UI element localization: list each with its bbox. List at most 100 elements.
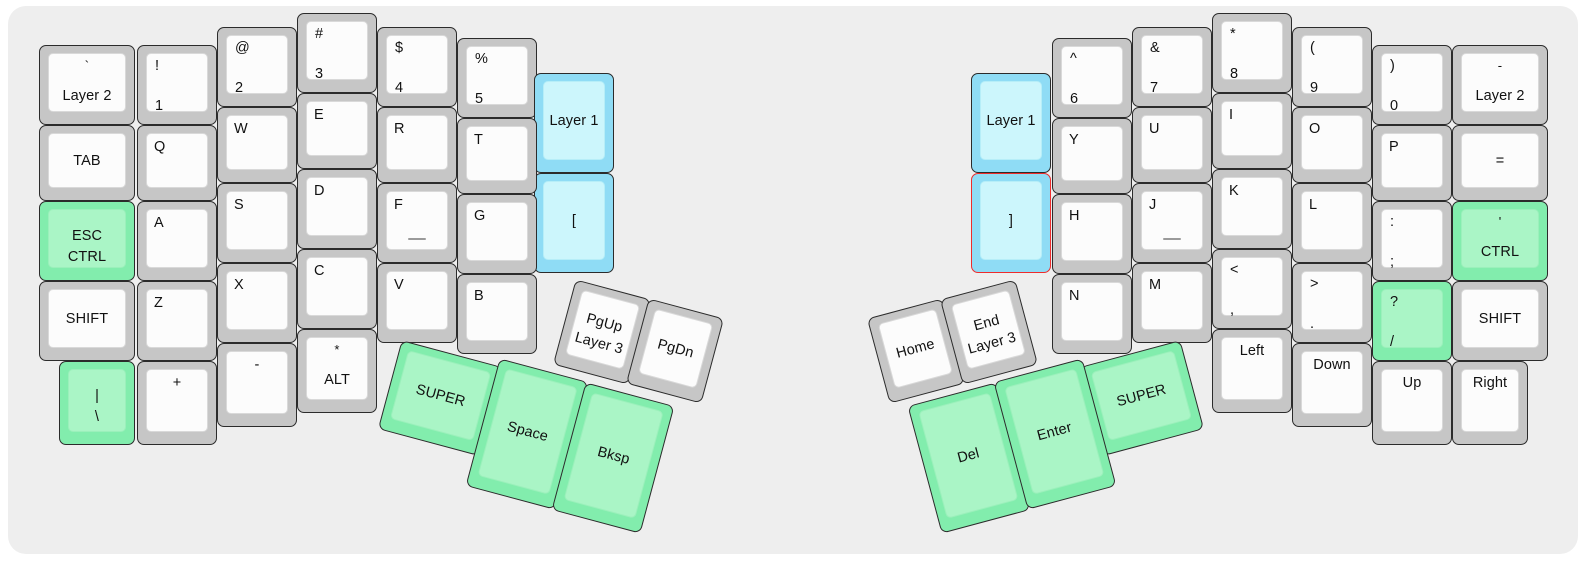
key-l-r1c2[interactable]: !1 bbox=[137, 45, 217, 125]
keycap-surface: $4 bbox=[386, 35, 448, 96]
key-r-r5c4[interactable]: Down bbox=[1292, 343, 1372, 427]
key-r-r3c3[interactable]: K bbox=[1212, 169, 1292, 249]
key-r-r5c6[interactable]: Right bbox=[1452, 361, 1528, 445]
key-l-r2c4[interactable]: E bbox=[297, 93, 377, 169]
key-r-r4c2[interactable]: M bbox=[1132, 263, 1212, 343]
key-l-r2c5[interactable]: R bbox=[377, 107, 457, 183]
key-l-lbrk[interactable]: [ bbox=[534, 173, 614, 273]
key-legend-line-1: = bbox=[1495, 152, 1505, 169]
key-r-r3c2[interactable]: J bbox=[1132, 183, 1212, 263]
key-r-r4c4[interactable]: >. bbox=[1292, 263, 1372, 343]
keycap-surface: D bbox=[306, 177, 368, 236]
key-r-r3c6[interactable]: 'CTRL bbox=[1452, 201, 1548, 281]
key-legend-line-1: : bbox=[1390, 214, 1395, 230]
key-r-r5c3[interactable]: Left bbox=[1212, 329, 1292, 413]
key-l-r3c3[interactable]: S bbox=[217, 183, 297, 263]
key-legend-line-1: C bbox=[314, 263, 325, 279]
key-legend-line-2: Layer 2 bbox=[62, 88, 112, 104]
key-legend-line-1: SUPER bbox=[414, 381, 468, 410]
key-legend-line-1: Z bbox=[154, 295, 163, 311]
key-r-r5c5[interactable]: Up bbox=[1372, 361, 1452, 445]
key-r-r1c4[interactable]: (9 bbox=[1292, 27, 1372, 107]
key-r-r3c4[interactable]: L bbox=[1292, 183, 1372, 263]
key-r-r4c6[interactable]: SHIFT bbox=[1452, 281, 1548, 361]
key-legend-line-1: ^ bbox=[1070, 51, 1077, 67]
key-r-r1c5[interactable]: )0 bbox=[1372, 45, 1452, 125]
key-r-r1c3[interactable]: *8 bbox=[1212, 13, 1292, 93]
key-legend-line-1: Space bbox=[505, 418, 550, 445]
key-r-r1c2[interactable]: &7 bbox=[1132, 27, 1212, 107]
key-l-r5c4[interactable]: *ALT bbox=[297, 329, 377, 413]
key-l-r4c4[interactable]: C bbox=[297, 249, 377, 329]
key-r-r4c5[interactable]: ?/ bbox=[1372, 281, 1452, 361]
key-l-r4c1[interactable]: SHIFT bbox=[39, 281, 135, 361]
key-legend-line-1: H bbox=[1069, 208, 1080, 224]
key-legend-line-2: 6 bbox=[1070, 91, 1079, 107]
key-l-r1c5[interactable]: $4 bbox=[377, 27, 457, 107]
keycap-surface: )0 bbox=[1381, 53, 1443, 114]
key-r-r1c6[interactable]: -Layer 2 bbox=[1452, 45, 1548, 125]
key-l-layer1[interactable]: Layer 1 bbox=[534, 73, 614, 173]
key-legend-line-1: R bbox=[394, 121, 405, 137]
key-l-r3c6[interactable]: G bbox=[457, 194, 537, 274]
key-l-r1c3[interactable]: @2 bbox=[217, 27, 297, 107]
key-l-r5c2[interactable]: + bbox=[137, 361, 217, 445]
key-legend-line-2: 1 bbox=[155, 98, 164, 114]
key-l-r2c1[interactable]: TAB bbox=[39, 125, 135, 201]
key-l-r4c2[interactable]: Z bbox=[137, 281, 217, 361]
key-r-r2c4[interactable]: O bbox=[1292, 107, 1372, 183]
keycap-surface: - bbox=[226, 351, 288, 414]
key-l-r4c5[interactable]: V bbox=[377, 263, 457, 343]
key-l-r2c2[interactable]: Q bbox=[137, 125, 217, 201]
keycap-surface: W bbox=[226, 115, 288, 170]
key-r-rbrk[interactable]: ] bbox=[971, 173, 1051, 273]
key-r-r4c3[interactable]: <, bbox=[1212, 249, 1292, 329]
key-l-r4c6[interactable]: B bbox=[457, 274, 537, 354]
key-l-r1c1[interactable]: ` Layer 2 bbox=[39, 45, 135, 125]
key-legend-line-1: N bbox=[1069, 288, 1080, 304]
key-r-layer1[interactable]: Layer 1 bbox=[971, 73, 1051, 173]
key-legend-line-1: Del bbox=[955, 444, 982, 467]
key-r-r2c5[interactable]: P bbox=[1372, 125, 1452, 201]
key-r-r2c6[interactable]: = bbox=[1452, 125, 1548, 201]
keycap-surface: P bbox=[1381, 133, 1443, 188]
key-r-r2c2[interactable]: U bbox=[1132, 107, 1212, 183]
keycap-surface: (9 bbox=[1301, 35, 1363, 96]
key-r-r3c1[interactable]: H bbox=[1052, 194, 1132, 274]
key-l-r5c1[interactable]: |\ bbox=[59, 361, 135, 445]
key-legend-line-2: CTRL bbox=[1480, 244, 1520, 260]
homing-bump-indicator bbox=[408, 237, 426, 240]
keycap-surface: A bbox=[146, 209, 208, 268]
keycap-surface: Down bbox=[1301, 351, 1363, 414]
key-l-r3c4[interactable]: D bbox=[297, 169, 377, 249]
key-legend-line-2: 9 bbox=[1310, 80, 1319, 96]
key-l-r3c5[interactable]: F bbox=[377, 183, 457, 263]
keycap-surface: I bbox=[1221, 101, 1283, 156]
key-l-r4c3[interactable]: X bbox=[217, 263, 297, 343]
key-r-r3c5[interactable]: :; bbox=[1372, 201, 1452, 281]
key-legend-line-1: W bbox=[234, 121, 248, 137]
key-l-r3c2[interactable]: A bbox=[137, 201, 217, 281]
keycap-surface: %5 bbox=[466, 46, 528, 107]
key-legend-line-2: 3 bbox=[315, 66, 324, 82]
key-r-r1c1[interactable]: ^6 bbox=[1052, 38, 1132, 118]
key-legend-line-1: J bbox=[1149, 197, 1157, 213]
keycap-surface: [ bbox=[543, 181, 605, 260]
key-r-r2c1[interactable]: Y bbox=[1052, 118, 1132, 194]
key-r-r4c1[interactable]: N bbox=[1052, 274, 1132, 354]
key-legend-line-1: P bbox=[1389, 139, 1399, 155]
key-r-r2c3[interactable]: I bbox=[1212, 93, 1292, 169]
key-l-r2c3[interactable]: W bbox=[217, 107, 297, 183]
keycap-surface: >. bbox=[1301, 271, 1363, 332]
key-legend-line-1: ` bbox=[84, 58, 90, 73]
key-legend-line-1: @ bbox=[235, 40, 250, 56]
keycap-surface: Y bbox=[1061, 126, 1123, 181]
key-l-r2c6[interactable]: T bbox=[457, 118, 537, 194]
key-l-r1c6[interactable]: %5 bbox=[457, 38, 537, 118]
key-l-r1c4[interactable]: #3 bbox=[297, 13, 377, 93]
key-legend-line-1: M bbox=[1149, 277, 1162, 293]
key-l-r5c3[interactable]: - bbox=[217, 343, 297, 427]
